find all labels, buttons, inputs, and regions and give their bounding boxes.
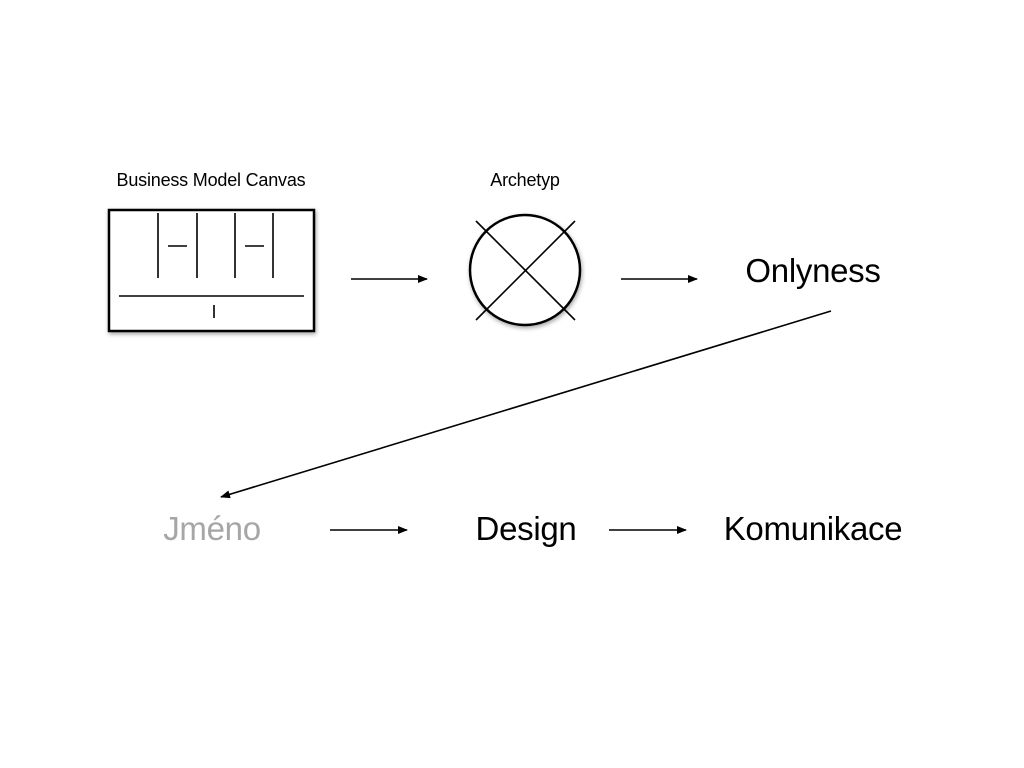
design-label: Design [475,510,577,547]
business-model-canvas-icon [107,208,316,333]
onlyness-label: Onlyness [745,252,881,289]
communication-label: Komunikace [723,510,903,547]
arrow-onlyness-to-name [220,310,832,499]
name-label: Jméno [163,510,261,547]
bmc-label: Business Model Canvas [116,170,306,190]
archetype-label: Archetyp [490,170,560,190]
crossed-circle-icon [468,213,582,327]
